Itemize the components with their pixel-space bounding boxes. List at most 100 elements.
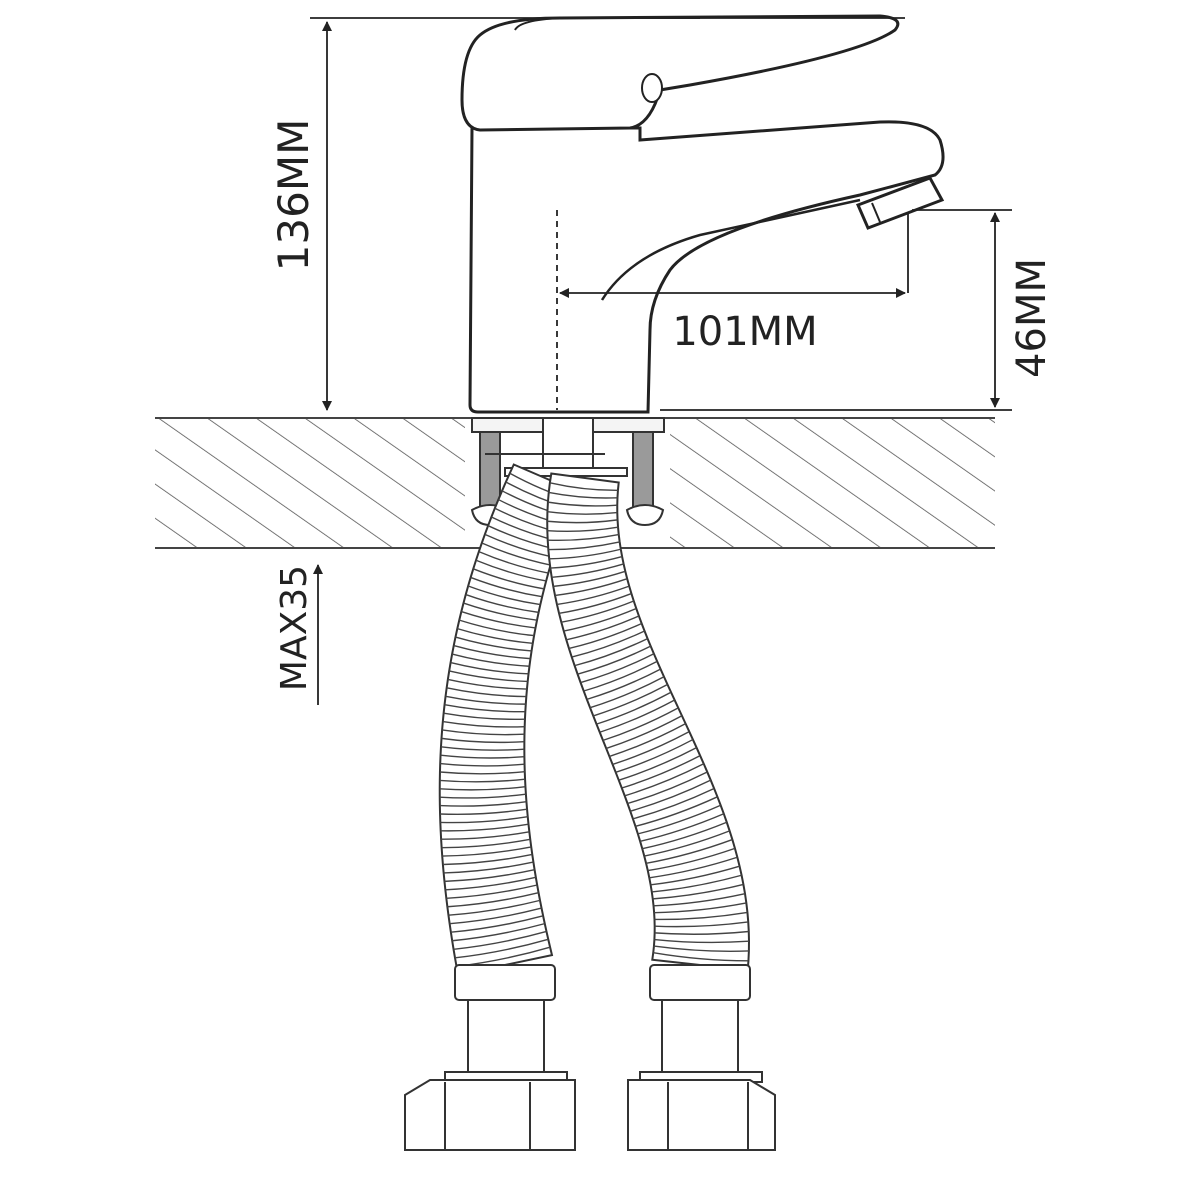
hose-rib	[440, 808, 528, 816]
hose-rib	[484, 533, 554, 558]
hose-rib	[478, 550, 549, 574]
hose-rib	[481, 542, 551, 566]
hose-rib	[547, 533, 619, 542]
faucet-spout	[468, 120, 945, 414]
hose-rib	[454, 938, 549, 959]
aerator	[855, 176, 945, 230]
mounting-hardware	[470, 417, 665, 527]
hose-rib	[440, 823, 529, 832]
hose-rib	[642, 821, 728, 850]
hose-rib	[457, 627, 533, 645]
hose-rib	[566, 615, 640, 641]
hose-rib	[577, 645, 651, 675]
hose-rib	[440, 816, 528, 824]
hose-rib	[621, 755, 701, 789]
left-bolt	[479, 431, 501, 508]
hose-rib	[593, 683, 668, 717]
hose-rib	[445, 695, 526, 705]
hose-rib	[470, 576, 543, 598]
hose-rib	[654, 911, 748, 921]
hose-rib	[451, 653, 530, 667]
hose-rib	[561, 600, 635, 623]
hose-rib	[547, 519, 618, 524]
hose-fitting-left	[404, 964, 576, 1151]
hose-rib	[467, 585, 541, 606]
hose-rib	[654, 930, 749, 935]
hose-rib	[650, 865, 740, 886]
hose-rib	[549, 482, 618, 492]
hose-rib	[452, 922, 545, 942]
hose-rib	[442, 846, 532, 857]
hose-rib	[653, 945, 749, 952]
hose-rib	[548, 541, 620, 551]
hose-rib	[461, 610, 536, 629]
hose-rib	[652, 883, 744, 900]
hose-rib	[441, 737, 525, 744]
hose-rib	[547, 511, 618, 515]
hose-rib	[450, 915, 544, 933]
hose-rib	[645, 838, 733, 865]
hose-rib	[547, 501, 618, 507]
hose-rib	[449, 670, 528, 683]
faucet-body	[460, 14, 945, 414]
hose-rib	[447, 891, 539, 908]
hose-rib	[444, 869, 535, 883]
hose-rib	[556, 585, 630, 606]
hose-rib	[609, 723, 686, 758]
hose-rib	[444, 704, 526, 713]
hose-rib	[453, 930, 547, 950]
hose-rib	[599, 699, 675, 733]
hose-rib	[558, 592, 632, 615]
faucet-lever	[460, 14, 900, 132]
hose-rib	[442, 853, 533, 866]
hose-rib	[453, 644, 531, 660]
hose-rib	[624, 763, 705, 797]
hose-rib	[459, 619, 535, 637]
hose-rib	[473, 568, 545, 590]
hose-rib	[639, 813, 725, 843]
hose-rib	[630, 779, 712, 812]
hose-rib	[447, 678, 527, 690]
hose-outline	[546, 472, 750, 972]
height-label: 136MM	[269, 119, 318, 272]
hose-rib	[612, 730, 690, 766]
hose-rib	[596, 691, 672, 725]
hose-right	[546, 472, 750, 972]
hose-rib	[647, 847, 736, 872]
hose-rib	[445, 876, 536, 891]
hose-rib	[439, 770, 525, 775]
hose-rib	[586, 668, 661, 701]
hose-rib	[554, 578, 628, 597]
hose-rib	[547, 526, 619, 533]
hose-rib	[602, 707, 679, 742]
hose-rib	[653, 892, 746, 907]
hose-fitting-right	[627, 964, 776, 1151]
hose-rib	[455, 636, 532, 652]
hose-rib	[443, 712, 525, 720]
hose-rib	[450, 661, 529, 675]
hose-rib	[475, 559, 547, 582]
hose-rib	[571, 630, 645, 658]
hose-rib	[463, 602, 538, 621]
hose-rib	[439, 785, 526, 791]
spout-height-label: 46MM	[1009, 258, 1055, 378]
hose-rib	[637, 804, 721, 835]
hose-rib	[568, 622, 642, 650]
hose-rib	[553, 570, 626, 588]
hose-rib	[439, 800, 527, 807]
hose-rib	[549, 548, 621, 560]
reach-label: 101MM	[672, 309, 817, 355]
hose-rib	[449, 907, 542, 925]
hose-rib	[605, 715, 683, 750]
hose-rib	[443, 861, 534, 874]
max-thickness-label: MAX35	[274, 565, 315, 691]
hose-rib	[439, 793, 526, 799]
hose-rib	[563, 607, 637, 632]
hose-rib	[653, 951, 749, 962]
hose-rib	[574, 637, 648, 667]
right-bolt	[632, 431, 654, 508]
hose-rib	[649, 856, 738, 879]
hose-rib	[644, 830, 730, 857]
